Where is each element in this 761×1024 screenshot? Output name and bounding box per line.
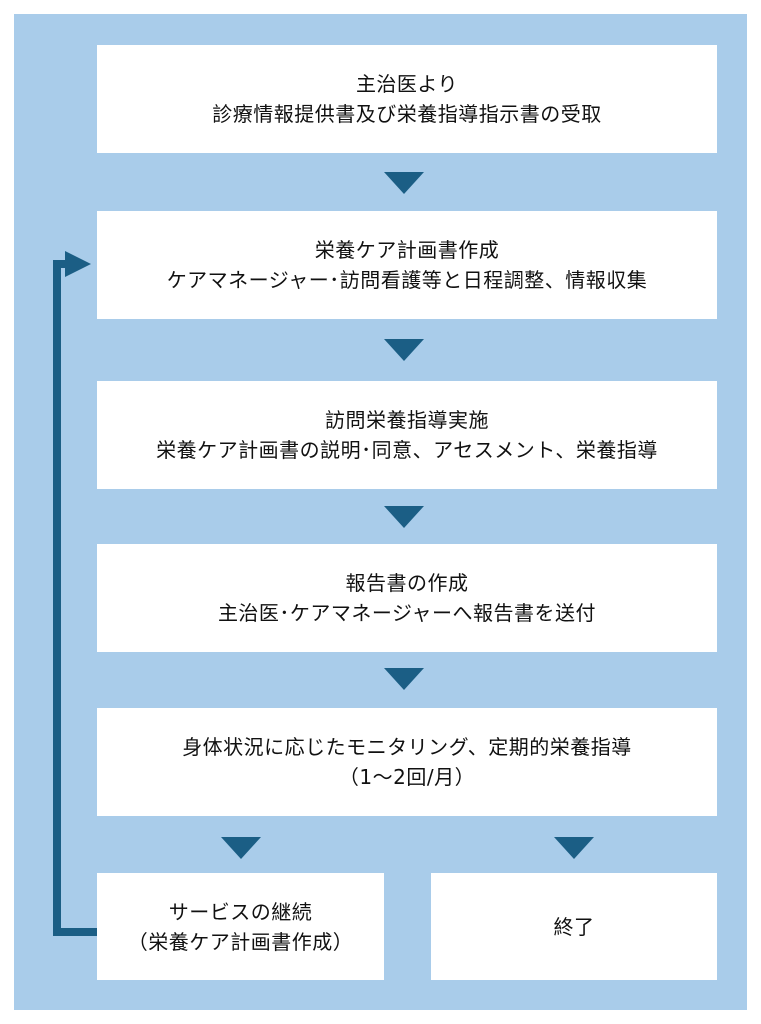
flowchart-panel <box>14 14 747 1010</box>
step-title: 身体状況に応じたモニタリング、定期的栄養指導 <box>182 735 632 759</box>
step-detail: 診療情報提供書及び栄養指導指示書の受取 <box>212 102 602 126</box>
down-arrow-icon <box>221 837 261 859</box>
step-title: 報告書の作成 <box>345 571 469 595</box>
step-title: 主治医より <box>355 72 459 96</box>
down-arrow-icon <box>554 837 594 859</box>
continue-detail: （栄養ケア計画書作成） <box>127 929 354 954</box>
step-report: 報告書の作成 主治医･ケアマネージャーへ報告書を送付 <box>97 544 717 652</box>
loop-arrow-head-icon <box>65 251 91 277</box>
step-care-plan: 栄養ケア計画書作成 ケアマネージャー･訪問看護等と日程調整、情報収集 <box>97 211 717 319</box>
step-detail: 栄養ケア計画書の説明･同意、アセスメント、栄養指導 <box>156 438 658 462</box>
down-arrow-icon <box>384 339 424 361</box>
loop-arrow-vertical <box>53 260 61 936</box>
step-visit-guidance: 訪問栄養指導実施 栄養ケア計画書の説明･同意、アセスメント、栄養指導 <box>97 381 717 489</box>
step-detail: ケアマネージャー･訪問看護等と日程調整、情報収集 <box>166 268 648 292</box>
loop-arrow-top <box>53 260 67 268</box>
step-title: 訪問栄養指導実施 <box>325 408 489 432</box>
loop-arrow-bottom <box>53 928 97 936</box>
down-arrow-icon <box>384 172 424 194</box>
down-arrow-icon <box>384 668 424 690</box>
down-arrow-icon <box>384 506 424 528</box>
step-monitoring: 身体状況に応じたモニタリング、定期的栄養指導 （1～2回/月） <box>97 708 717 816</box>
step-detail: 主治医･ケアマネージャーへ報告書を送付 <box>217 601 597 625</box>
continue-service-box: サービスの継続 （栄養ケア計画書作成） <box>97 873 384 980</box>
end-label: 終了 <box>553 914 595 939</box>
step-receive-instructions: 主治医より 診療情報提供書及び栄養指導指示書の受取 <box>97 45 717 153</box>
step-title: 栄養ケア計画書作成 <box>314 238 500 262</box>
continue-title: サービスの継続 <box>168 899 313 924</box>
step-detail: （1～2回/月） <box>338 765 476 789</box>
end-box: 終了 <box>431 873 717 980</box>
